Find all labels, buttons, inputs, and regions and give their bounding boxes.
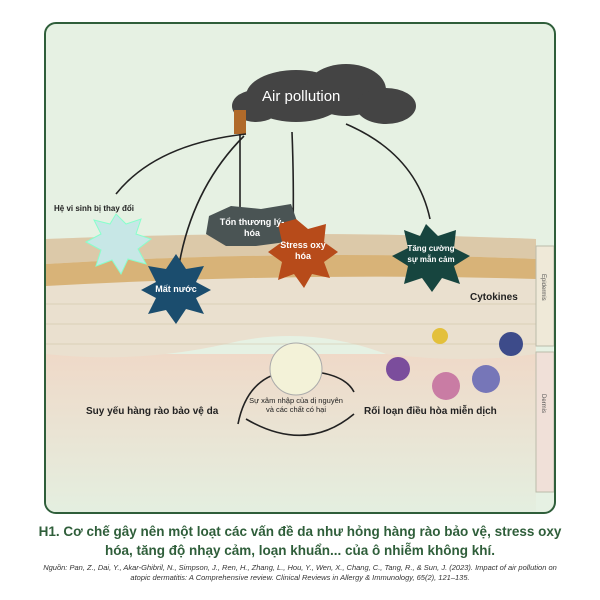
epidermis-side-label: Epidermis: [540, 274, 546, 301]
allergen-circle: [269, 342, 323, 396]
allergen-label: Sự xâm nhập của dị nguyên và các chất có…: [249, 396, 343, 414]
physchem-label: Tổn thương lý-hóa: [219, 217, 285, 238]
factory-chimney-icon: [234, 110, 246, 134]
epidermis-bar: [535, 245, 554, 347]
sensitivity-label: Tăng cường sự mẫn cảm: [407, 244, 455, 264]
cytokines-label: Cytokines: [470, 292, 518, 303]
dehydration-burst: [141, 254, 211, 324]
microbiome-burst: [84, 213, 153, 276]
sensitivity-burst: [392, 224, 470, 292]
dehydration-label: Mất nước: [155, 284, 197, 294]
physchem-burst: [206, 204, 298, 246]
air-pollution-label: Air pollution: [262, 88, 341, 105]
barrier-label: Suy yếu hàng rào bảo vệ da: [86, 406, 219, 417]
dermis-side-label: Dermis: [540, 394, 546, 413]
skin-illustration: [46, 64, 554, 512]
oxidative-burst: [268, 219, 338, 288]
dermis-bar: [535, 351, 554, 493]
oxidative-label: Stress oxy hóa: [280, 240, 326, 261]
figure-card: Air pollution Hệ vi sinh bị thay đổi Tổn…: [44, 22, 556, 514]
figure-caption: H1. Cơ chế gây nên một loạt các vấn đề d…: [38, 524, 562, 558]
source-citation: Nguồn: Pan, Z., Dai, Y., Akar-Ghibril, N…: [43, 563, 557, 582]
immune-label: Rối loạn điều hòa miễn dịch: [364, 406, 497, 417]
microbiome-label: Hệ vi sinh bị thay đổi: [54, 204, 135, 213]
